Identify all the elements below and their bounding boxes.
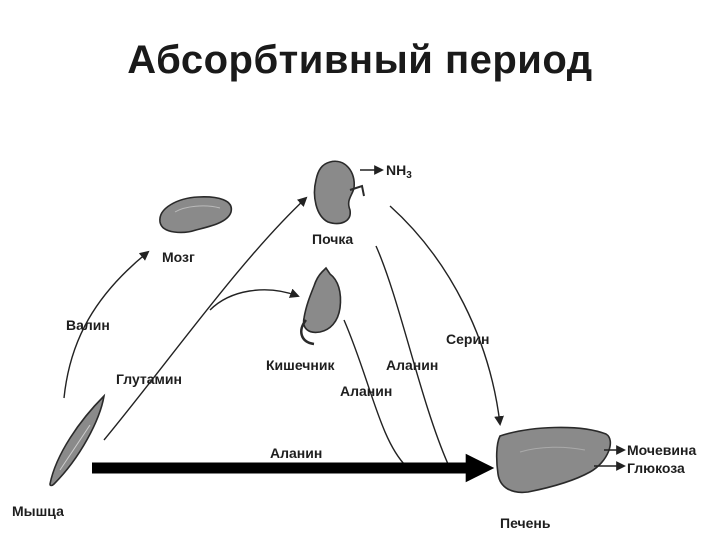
glucose-label: Глюкоза <box>627 460 685 476</box>
kidney-to-liver-line <box>375 245 449 465</box>
page-title: Абсорбтивный период <box>127 38 593 82</box>
kidney-icon <box>313 160 365 225</box>
glutamine-label: Глутамин <box>116 371 182 387</box>
brain-icon <box>159 196 233 234</box>
glutamine-to-kidney-arrow <box>103 196 308 441</box>
glutamine-to-intestine-arrow <box>209 288 300 311</box>
alanine-intestine-left-label: Аланин <box>386 357 438 373</box>
valine-arrow <box>63 250 150 399</box>
intestine-label: Кишечник <box>266 357 335 373</box>
alanine-muscle-label: Аланин <box>270 445 322 461</box>
muscle-icon <box>49 393 106 487</box>
alanine-intestine-below-label: Аланин <box>340 383 392 399</box>
brain-label: Мозг <box>162 249 195 265</box>
liver-label: Печень <box>500 515 551 531</box>
valine-label: Валин <box>66 317 110 333</box>
nh3-label: NH3 <box>386 162 412 181</box>
serine-label: Серин <box>446 331 490 347</box>
serine-arrow <box>389 205 504 426</box>
muscle-label: Мышца <box>12 503 64 519</box>
intestine-to-liver-line <box>343 319 407 467</box>
liver-icon <box>495 426 612 494</box>
urea-label: Мочевина <box>627 442 696 458</box>
kidney-label: Почка <box>312 231 353 247</box>
intestine-icon <box>300 266 342 346</box>
